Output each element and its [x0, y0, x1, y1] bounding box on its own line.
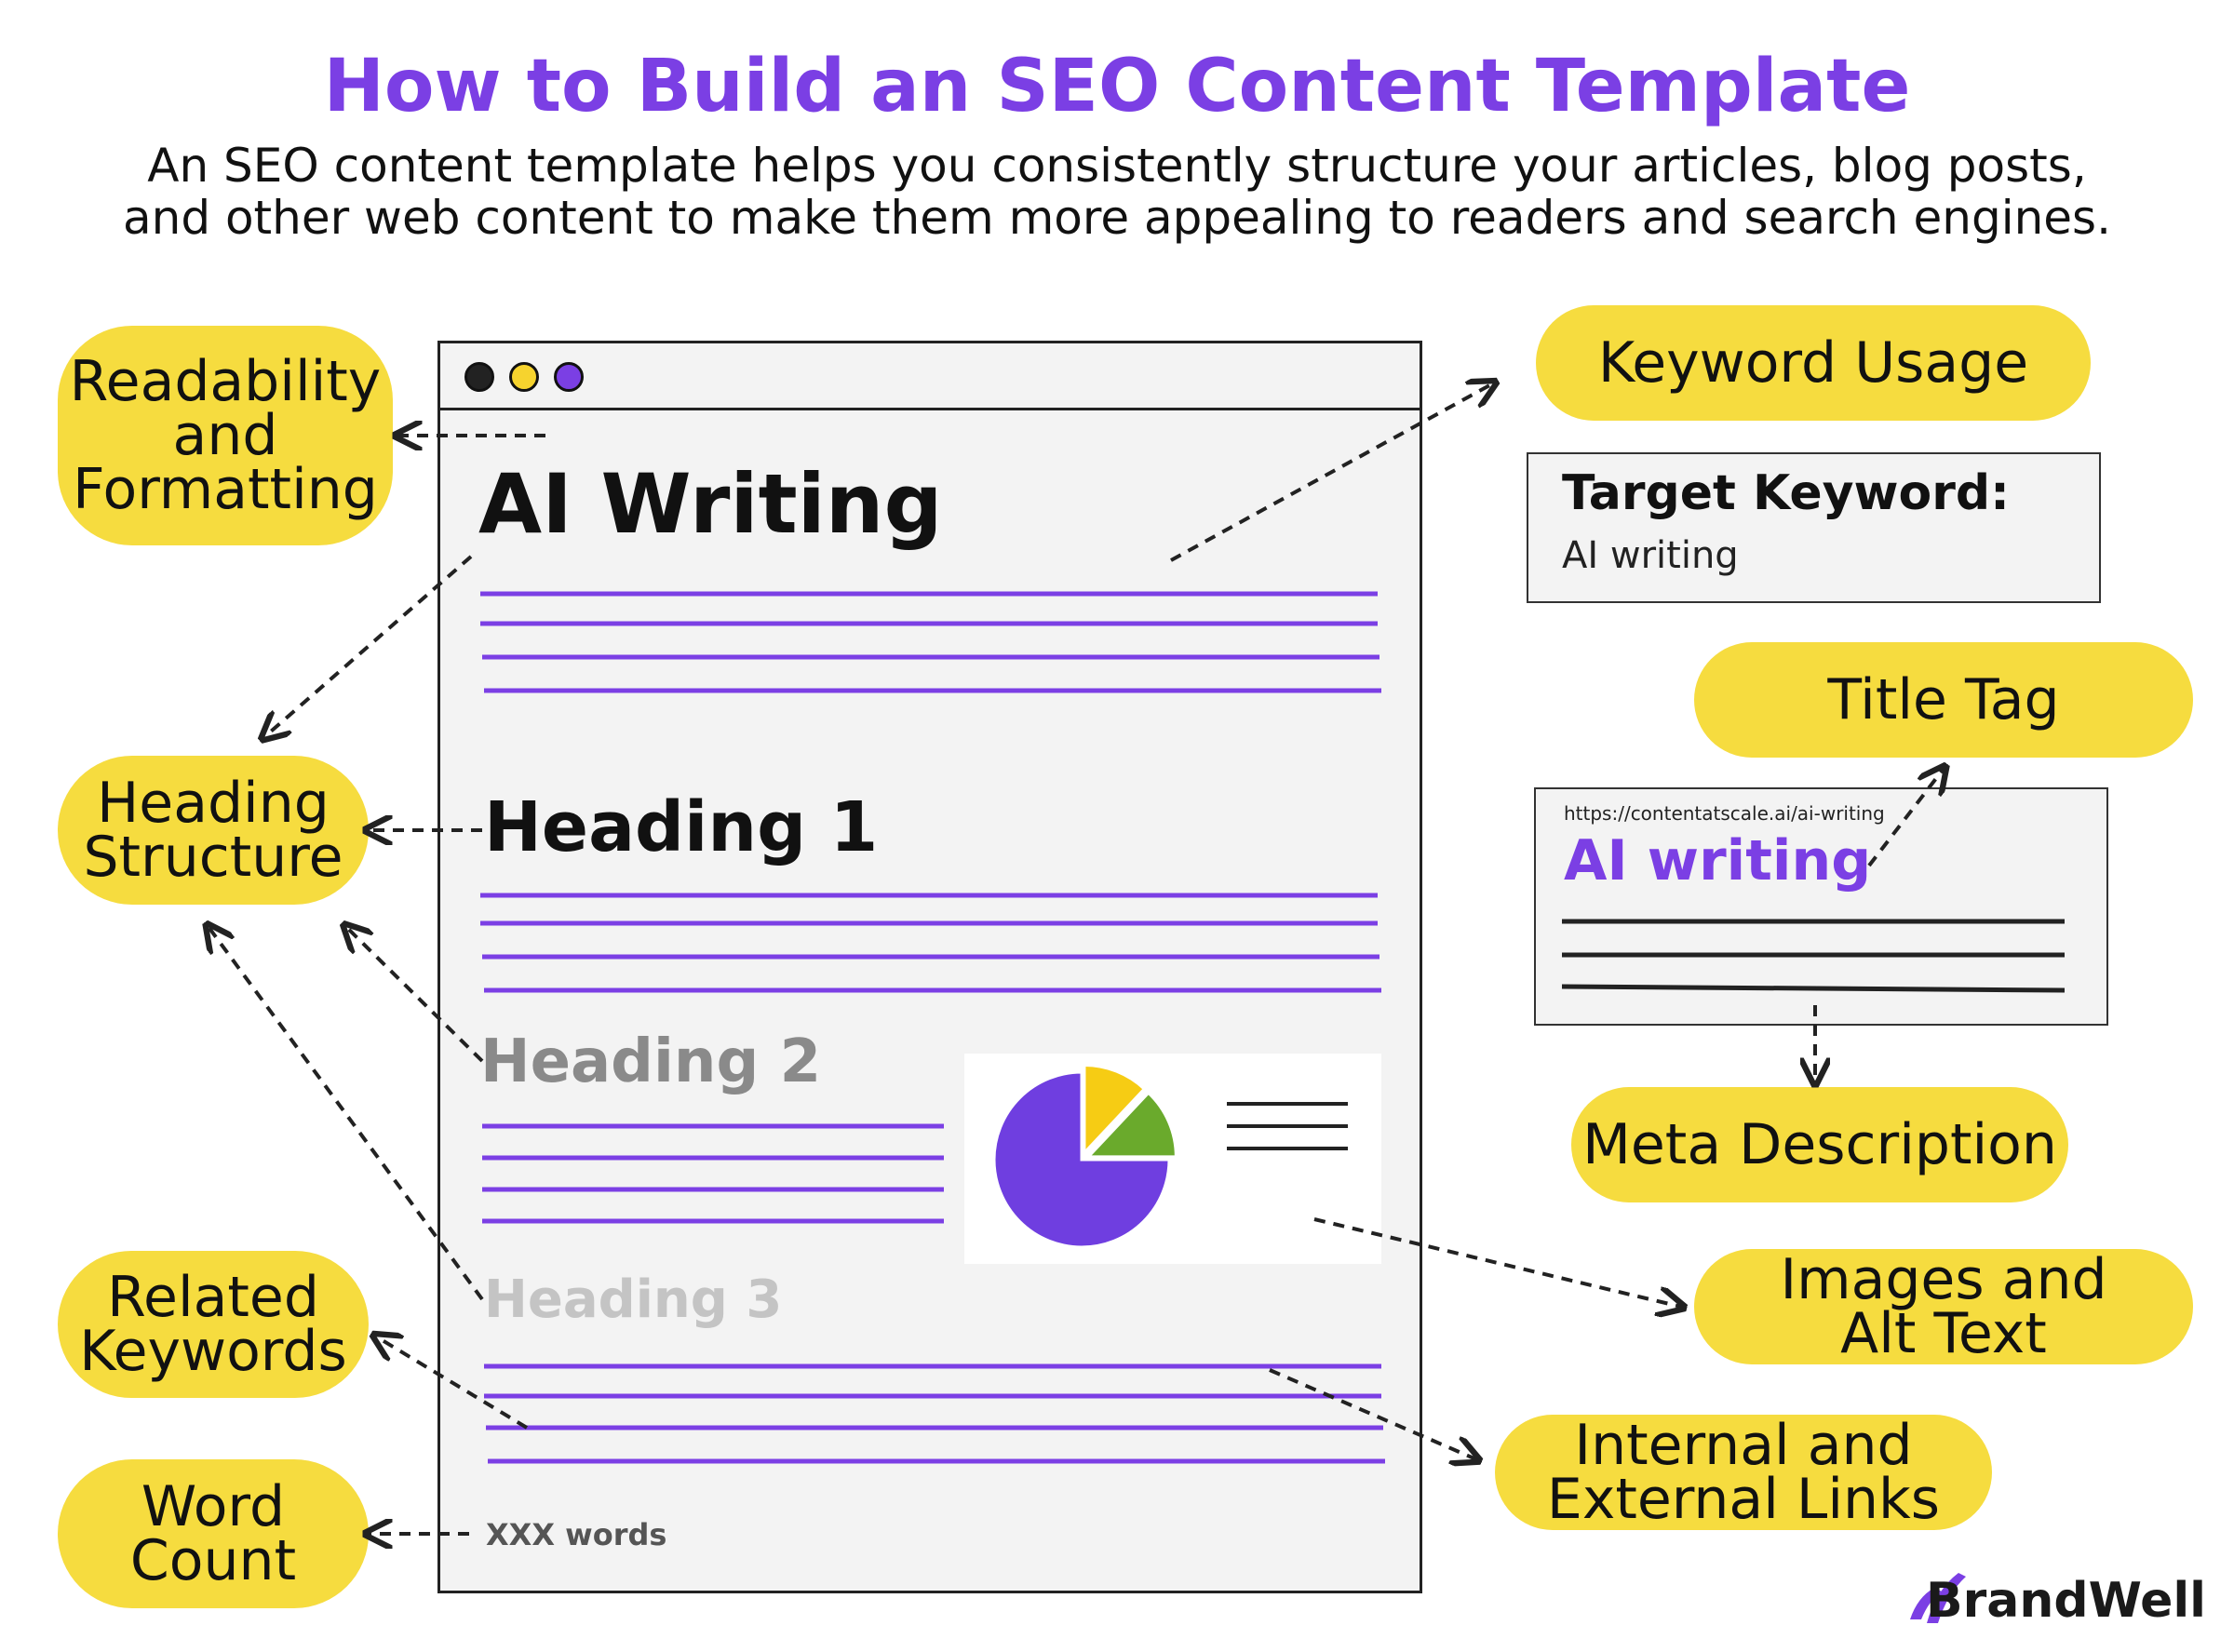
image-legend-lines — [1227, 1102, 1348, 1150]
target-keyword-value: AI writing — [1562, 534, 1739, 577]
doc-title: AI Writing — [478, 456, 943, 552]
browser-titlebar — [440, 343, 1420, 410]
label-images-alt-text: Images and Alt Text — [1694, 1249, 2193, 1364]
arrow-links — [1269, 1368, 1476, 1459]
arrow-related-keywords — [376, 1336, 529, 1430]
window-dot-yellow — [509, 362, 539, 392]
arrow-title-to-heading — [264, 555, 473, 737]
page-subtitle: An SEO content template helps you consis… — [123, 139, 2111, 245]
connector-arrows — [209, 383, 1944, 1534]
label-readability-formatting: Readability and Formatting — [58, 326, 393, 545]
label-related-keywords: Related Keywords — [58, 1251, 369, 1398]
label-keyword-usage: Keyword Usage — [1536, 305, 2091, 421]
arrow-heading3 — [209, 927, 484, 1301]
doc-heading-1: Heading 1 — [484, 787, 879, 867]
label-meta-description: Meta Description — [1571, 1087, 2068, 1202]
serp-description-lines — [1561, 919, 2066, 993]
browser-window — [437, 341, 1422, 1593]
page-title: How to Build an SEO Content Template — [323, 45, 1911, 128]
brand-logo: BrandWell — [1908, 1573, 2206, 1629]
label-heading-structure: Heading Structure — [58, 756, 369, 905]
arrow-title-tag — [1867, 769, 1944, 867]
word-count-text: XXX words — [486, 1517, 667, 1552]
target-keyword-label: Target Keyword: — [1562, 465, 2010, 521]
doc-heading-3: Heading 3 — [484, 1269, 783, 1330]
target-keyword-box — [1527, 452, 2101, 603]
pie-slice-green — [1084, 1091, 1178, 1159]
arrow-images-alt — [1313, 1217, 1681, 1307]
label-internal-external-links: Internal and External Links — [1495, 1415, 1992, 1530]
body-text-lines — [480, 591, 1385, 1464]
window-dot-purple — [554, 362, 584, 392]
window-dot-black — [464, 362, 494, 392]
arrow-keyword-usage — [1170, 383, 1493, 562]
brandwell-logo-icon — [1910, 1573, 1966, 1623]
serp-title: AI writing — [1564, 828, 1872, 893]
pie-slice-purple — [992, 1070, 1171, 1249]
label-word-count: Word Count — [58, 1459, 369, 1608]
pie-chart — [992, 1064, 1178, 1249]
pie-slice-yellow — [1083, 1064, 1147, 1157]
arrow-heading2 — [346, 927, 484, 1063]
serp-url: https://contentatscale.ai/ai-writing — [1564, 802, 1885, 825]
brand-name: BrandWell — [1925, 1573, 2206, 1629]
doc-heading-2: Heading 2 — [480, 1027, 822, 1096]
label-title-tag: Title Tag — [1694, 642, 2193, 758]
